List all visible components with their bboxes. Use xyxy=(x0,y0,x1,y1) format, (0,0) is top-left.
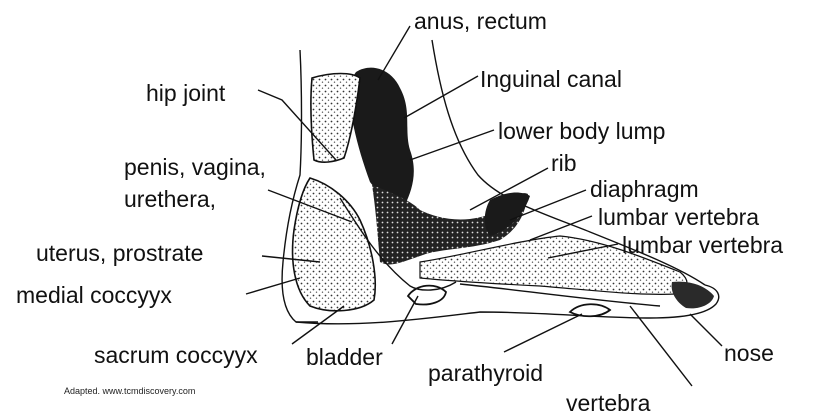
label-nose: nose xyxy=(724,340,774,366)
label-uterus-prostrate: uterus, prostrate xyxy=(36,240,203,266)
leader-inguinal-canal xyxy=(404,76,478,118)
label-diaphragm: diaphragm xyxy=(590,176,699,202)
leader-nose xyxy=(690,314,722,346)
leader-medial-coccyyx xyxy=(246,278,300,294)
credit-text: Adapted. www.tcmdiscovery.com xyxy=(64,386,195,396)
hip-zone xyxy=(311,74,360,163)
label-rib: rib xyxy=(551,150,577,176)
leader-lower-body-lump xyxy=(410,130,494,160)
label-anus-rectum: anus, rectum xyxy=(414,8,547,34)
label-lumbar-vertebra-1: lumbar vertebra xyxy=(598,204,759,230)
label-bladder: bladder xyxy=(306,344,383,370)
label-penis-vagina: penis, vagina, xyxy=(124,154,266,180)
label-hip-joint: hip joint xyxy=(146,80,225,106)
label-lower-body-lump: lower body lump xyxy=(498,118,665,144)
leader-anus-rectum xyxy=(378,26,410,80)
leader-sacrum-coccyyx xyxy=(292,306,344,344)
heel-zone xyxy=(293,178,376,311)
label-medial-coccyyx: medial coccyyx xyxy=(16,282,172,308)
label-urethera: urethera, xyxy=(124,186,216,212)
label-inguinal-canal: Inguinal canal xyxy=(480,66,622,92)
label-sacrum-coccyyx: sacrum coccyyx xyxy=(94,342,258,368)
label-parathyroid: parathyroid xyxy=(428,360,543,386)
label-lumbar-vertebra-2: lumbar vertebra xyxy=(622,232,783,258)
parathyroid-zone xyxy=(570,304,610,316)
leader-parathyroid xyxy=(504,314,582,352)
label-vertebra: vertebra xyxy=(566,390,650,416)
